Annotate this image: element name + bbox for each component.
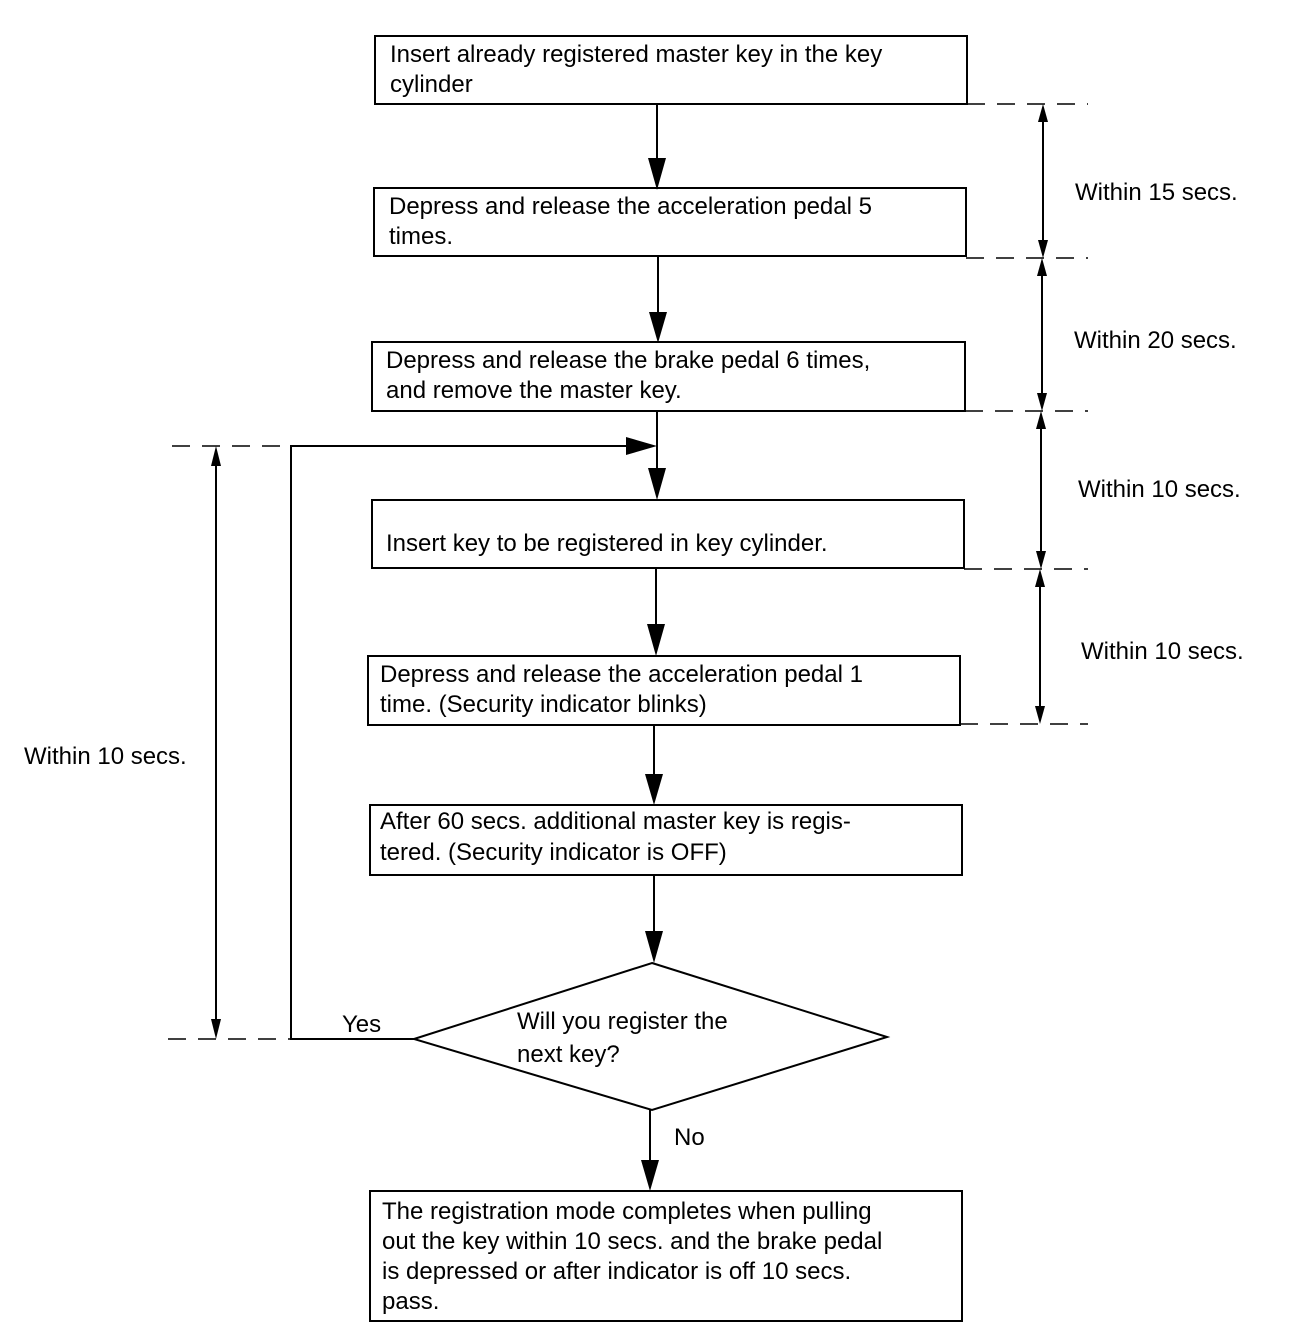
step-1-line-2: cylinder <box>390 71 473 98</box>
step-5-line-1: Depress and release the acceleration ped… <box>380 661 863 688</box>
decision-line-2: next key? <box>517 1041 620 1068</box>
interval-arrow-2 <box>1037 258 1047 411</box>
step-6-line-2: tered. (Security indicator is OFF) <box>380 839 727 866</box>
interval-label-2: Within 20 secs. <box>1074 327 1237 354</box>
step-5-line-2: time. (Security indicator blinks) <box>380 691 707 718</box>
yes-label: Yes <box>342 1011 381 1038</box>
flow-arrow-2 <box>649 256 667 343</box>
no-label: No <box>674 1124 705 1151</box>
final-step-line-4: pass. <box>382 1288 439 1315</box>
step-4-line-1: Insert key to be registered in key cylin… <box>386 530 828 557</box>
step-3-line-1: Depress and release the brake pedal 6 ti… <box>386 347 870 374</box>
left-dashed-guides <box>168 445 291 1040</box>
interval-arrow-1 <box>1038 104 1048 258</box>
step-1-box: Insert already registered master key in … <box>374 35 968 105</box>
step-6-box: After 60 secs. additional master key is … <box>369 804 963 876</box>
right-dashed-guides <box>960 103 1088 725</box>
flow-arrow-3 <box>648 411 666 500</box>
interval-label-4: Within 10 secs. <box>1081 638 1244 665</box>
flow-arrow-5 <box>645 725 663 805</box>
final-step-line-1: The registration mode completes when pul… <box>382 1198 872 1225</box>
left-interval-arrow <box>211 446 221 1039</box>
decision-diamond: Will you register the next key? <box>410 961 891 1112</box>
interval-label-1: Within 15 secs. <box>1075 179 1238 206</box>
flow-arrow-4 <box>647 568 665 656</box>
step-3-box: Depress and release the brake pedal 6 ti… <box>371 341 966 412</box>
interval-label-3: Within 10 secs. <box>1078 476 1241 503</box>
final-step-line-2: out the key within 10 secs. and the brak… <box>382 1228 882 1255</box>
decision-line-1: Will you register the <box>517 1008 728 1035</box>
flow-arrow-6 <box>645 875 663 963</box>
final-step-box: The registration mode completes when pul… <box>369 1190 963 1322</box>
yes-loop-arrow <box>290 437 657 1040</box>
flow-arrow-no <box>641 1110 659 1191</box>
step-2-box: Depress and release the acceleration ped… <box>373 187 967 257</box>
step-3-line-2: and remove the master key. <box>386 377 682 404</box>
step-2-line-1: Depress and release the acceleration ped… <box>389 193 872 220</box>
step-4-box: Insert key to be registered in key cylin… <box>371 499 965 569</box>
interval-arrow-4 <box>1035 569 1045 724</box>
step-5-box: Depress and release the acceleration ped… <box>367 655 961 726</box>
interval-arrow-3 <box>1036 411 1046 569</box>
step-2-line-2: times. <box>389 223 453 250</box>
step-6-line-1: After 60 secs. additional master key is … <box>380 808 851 835</box>
final-step-line-3: is depressed or after indicator is off 1… <box>382 1258 851 1285</box>
flow-arrow-1 <box>648 104 666 190</box>
left-interval-label: Within 10 secs. <box>24 743 187 770</box>
step-1-line-1: Insert already registered master key in … <box>390 41 882 68</box>
